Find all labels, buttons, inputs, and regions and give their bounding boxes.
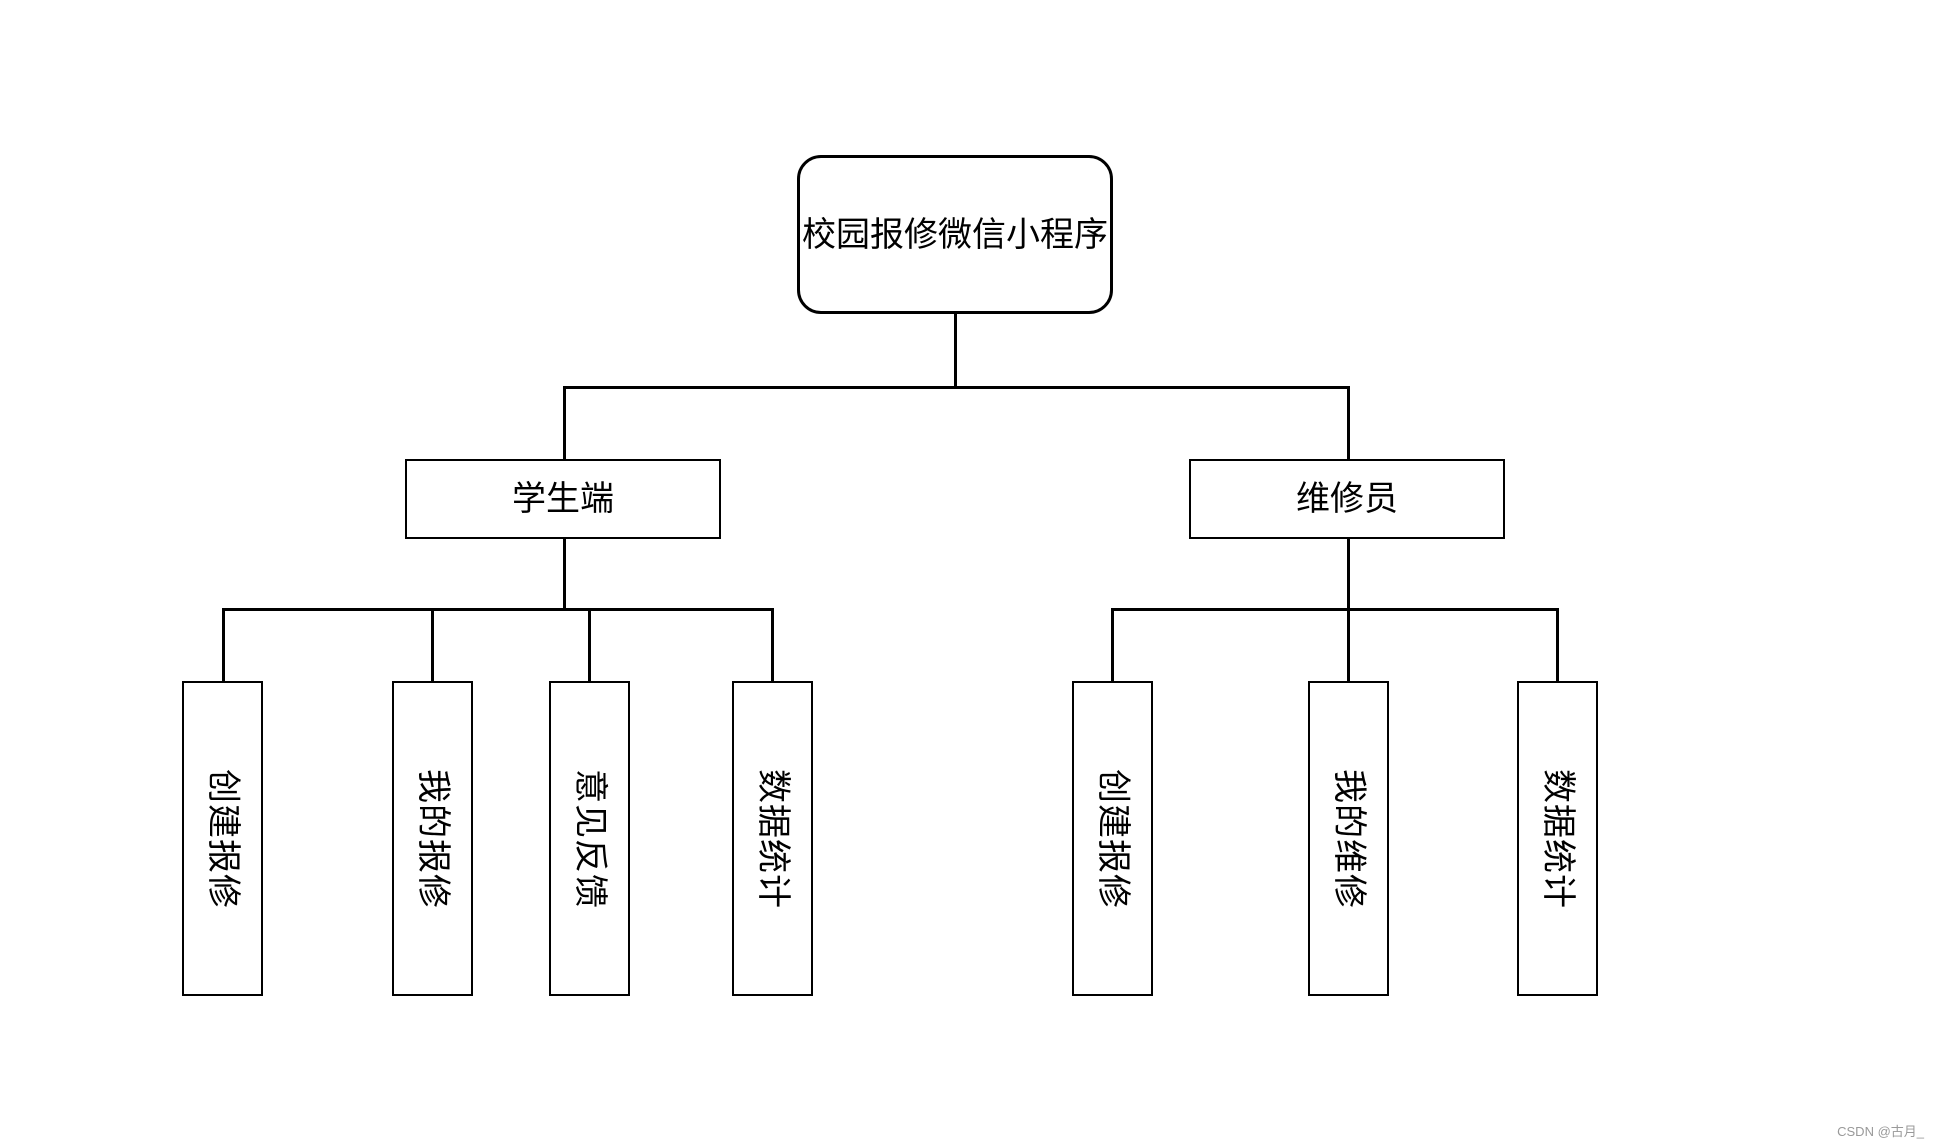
node-student: 学生端 [405,459,721,539]
connector-student-child-3 [588,608,591,683]
root-node: 校园报修微信小程序 [797,155,1113,314]
connector-student-child-4 [771,608,774,683]
node-maintainer-my-maintenance: 我的维修 [1308,681,1389,996]
node-maintainer-create-repair-label: 创建报修 [1092,768,1133,909]
node-maintainer-my-maintenance-label: 我的维修 [1328,768,1369,909]
connector-maintainer-horizontal [1111,608,1559,611]
connector-student-child-1 [222,608,225,683]
connector-to-student [563,386,566,461]
connector-student-down [563,537,566,610]
node-student-create-repair: 创建报修 [182,681,263,996]
node-student-my-repairs: 我的报修 [392,681,473,996]
node-student-statistics-label: 数据统计 [752,768,793,909]
node-maintainer-label: 维修员 [1296,479,1398,519]
node-maintainer: 维修员 [1189,459,1505,539]
node-student-create-repair-label: 创建报修 [202,768,243,909]
watermark-text: CSDN @古月_ [1837,1124,1924,1139]
connector-root-down [954,313,957,388]
node-student-feedback-label: 意见反馈 [569,768,610,909]
connector-maintainer-down [1347,537,1350,610]
connector-student-child-2 [431,608,434,683]
node-student-my-repairs-label: 我的报修 [412,768,453,909]
connector-maintainer-child-1 [1111,608,1114,683]
node-maintainer-statistics-label: 数据统计 [1537,768,1578,909]
node-maintainer-create-repair: 创建报修 [1072,681,1153,996]
node-student-label: 学生端 [512,479,614,519]
connector-level1-horizontal [563,386,1350,389]
node-student-statistics: 数据统计 [732,681,813,996]
connector-to-maintainer [1347,386,1350,461]
root-node-label: 校园报修微信小程序 [802,214,1108,255]
node-maintainer-statistics: 数据统计 [1517,681,1598,996]
connector-maintainer-child-2 [1347,608,1350,683]
connector-student-horizontal [222,608,774,611]
connector-maintainer-child-3 [1556,608,1559,683]
node-student-feedback: 意见反馈 [549,681,630,996]
